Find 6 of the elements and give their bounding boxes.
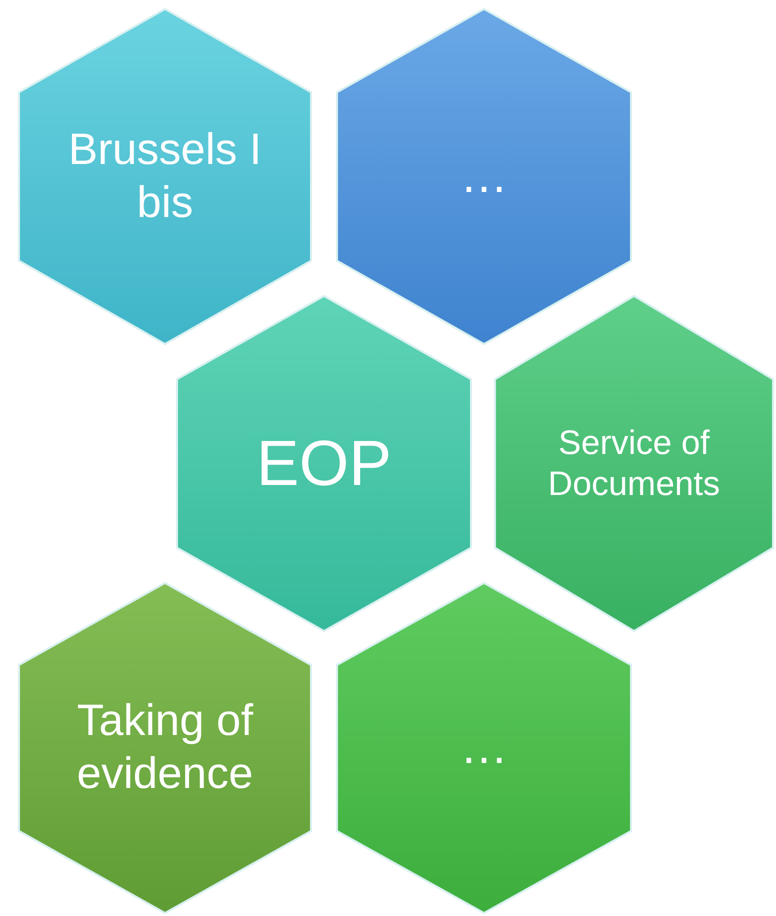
hexagon-label: EOP — [256, 426, 392, 502]
hexagon-label: Service of Documents — [547, 422, 721, 504]
hexagon-label: Taking of evidence — [76, 695, 254, 800]
hexagon-label: Brussels I bis — [67, 124, 263, 228]
hexagon-label: … — [460, 720, 508, 776]
hexagon-label: … — [460, 148, 508, 205]
